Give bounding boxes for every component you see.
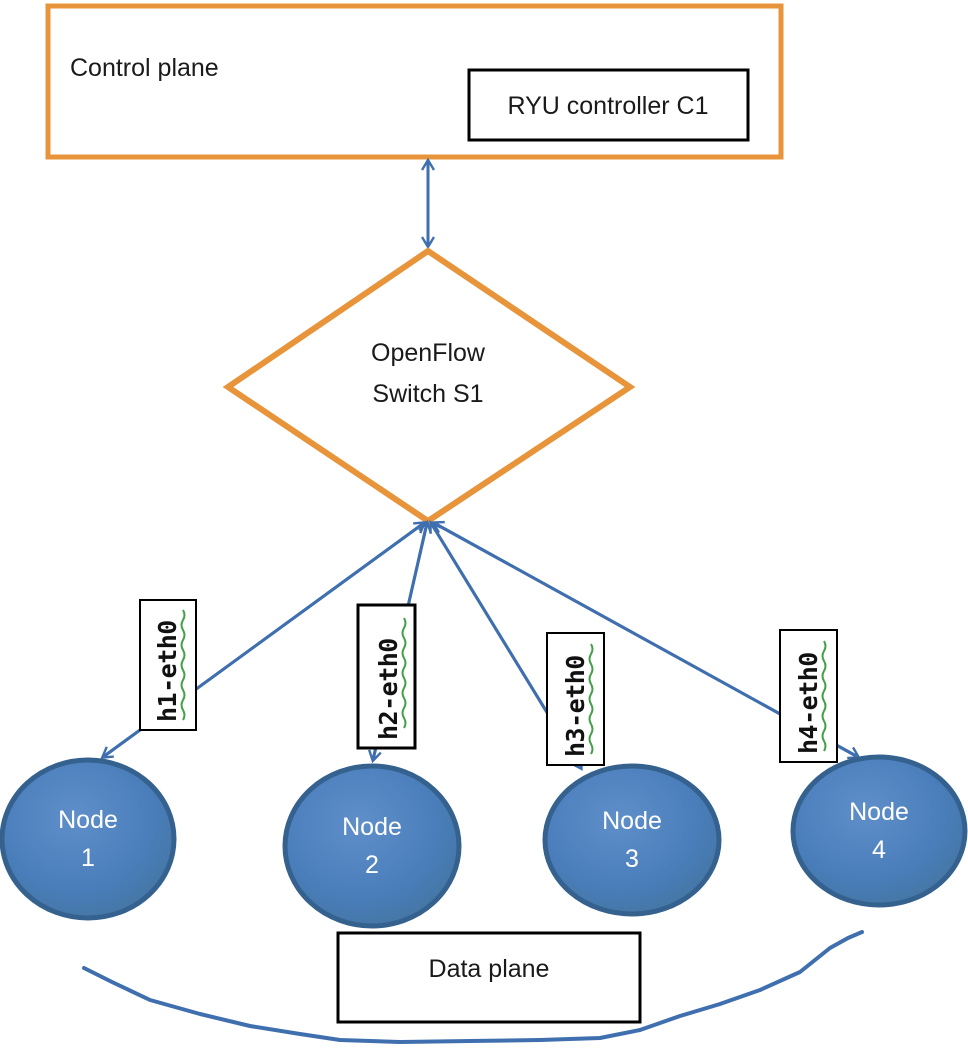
node-1-shape[interactable] xyxy=(0,757,177,921)
ryu-controller-label: RYU controller C1 xyxy=(507,92,708,120)
data-plane-boundary-curve xyxy=(82,930,864,1044)
node-3-name: Node xyxy=(602,807,662,835)
spellcheck-squiggle-icon xyxy=(180,609,186,721)
node-2-shape[interactable] xyxy=(282,763,462,929)
ryu-controller-box[interactable] xyxy=(467,68,750,142)
control-plane-title: Control plane xyxy=(70,54,219,82)
interface-label-h3[interactable]: h3-eth0 xyxy=(546,632,605,766)
openflow-switch-node[interactable]: OpenFlow Switch S1 xyxy=(222,247,636,525)
node-1[interactable]: Node 1 xyxy=(0,757,177,921)
interface-box-h1[interactable] xyxy=(139,599,197,731)
node-4[interactable]: Node 4 xyxy=(790,754,968,908)
interface-label-h4-text: h4-eth0 xyxy=(794,652,823,754)
switch-node-links xyxy=(103,523,858,768)
interface-label-h3-text: h3-eth0 xyxy=(561,655,590,757)
node-3[interactable]: Node 3 xyxy=(542,763,722,917)
node-1-name: Node xyxy=(58,806,118,834)
interface-label-h1-text: h1-eth0 xyxy=(153,620,182,722)
interface-label-h1[interactable]: h1-eth0 xyxy=(139,599,197,731)
node-1-index: 1 xyxy=(81,844,95,872)
interface-label-h2[interactable]: h2-eth0 xyxy=(356,603,417,750)
interface-box-h3[interactable] xyxy=(546,632,605,766)
spellcheck-squiggle-icon xyxy=(821,640,827,752)
node-4-index: 4 xyxy=(872,836,886,864)
node-4-shape[interactable] xyxy=(790,754,968,908)
spellcheck-squiggle-icon xyxy=(588,643,594,755)
data-plane-box[interactable] xyxy=(336,931,642,1024)
control-plane-container: Control plane RYU controller C1 xyxy=(45,3,784,160)
interface-label-h4[interactable]: h4-eth0 xyxy=(779,629,838,763)
node-3-index: 3 xyxy=(625,845,639,873)
data-plane-label: Data plane xyxy=(429,955,550,983)
switch-label-line2: Switch S1 xyxy=(372,380,483,408)
interface-box-h4[interactable] xyxy=(779,629,838,763)
data-plane-container[interactable]: Data plane xyxy=(336,931,642,1024)
node-4-name: Node xyxy=(849,798,909,826)
node-2[interactable]: Node 2 xyxy=(282,763,462,929)
interface-label-h2-text: h2-eth0 xyxy=(374,638,403,740)
switch-label-line1: OpenFlow xyxy=(371,339,486,367)
node-2-index: 2 xyxy=(365,851,379,879)
node-2-name: Node xyxy=(342,813,402,841)
node-3-shape[interactable] xyxy=(542,763,722,917)
spellcheck-squiggle-icon xyxy=(401,617,407,729)
ryu-controller-node[interactable]: RYU controller C1 xyxy=(467,68,750,142)
